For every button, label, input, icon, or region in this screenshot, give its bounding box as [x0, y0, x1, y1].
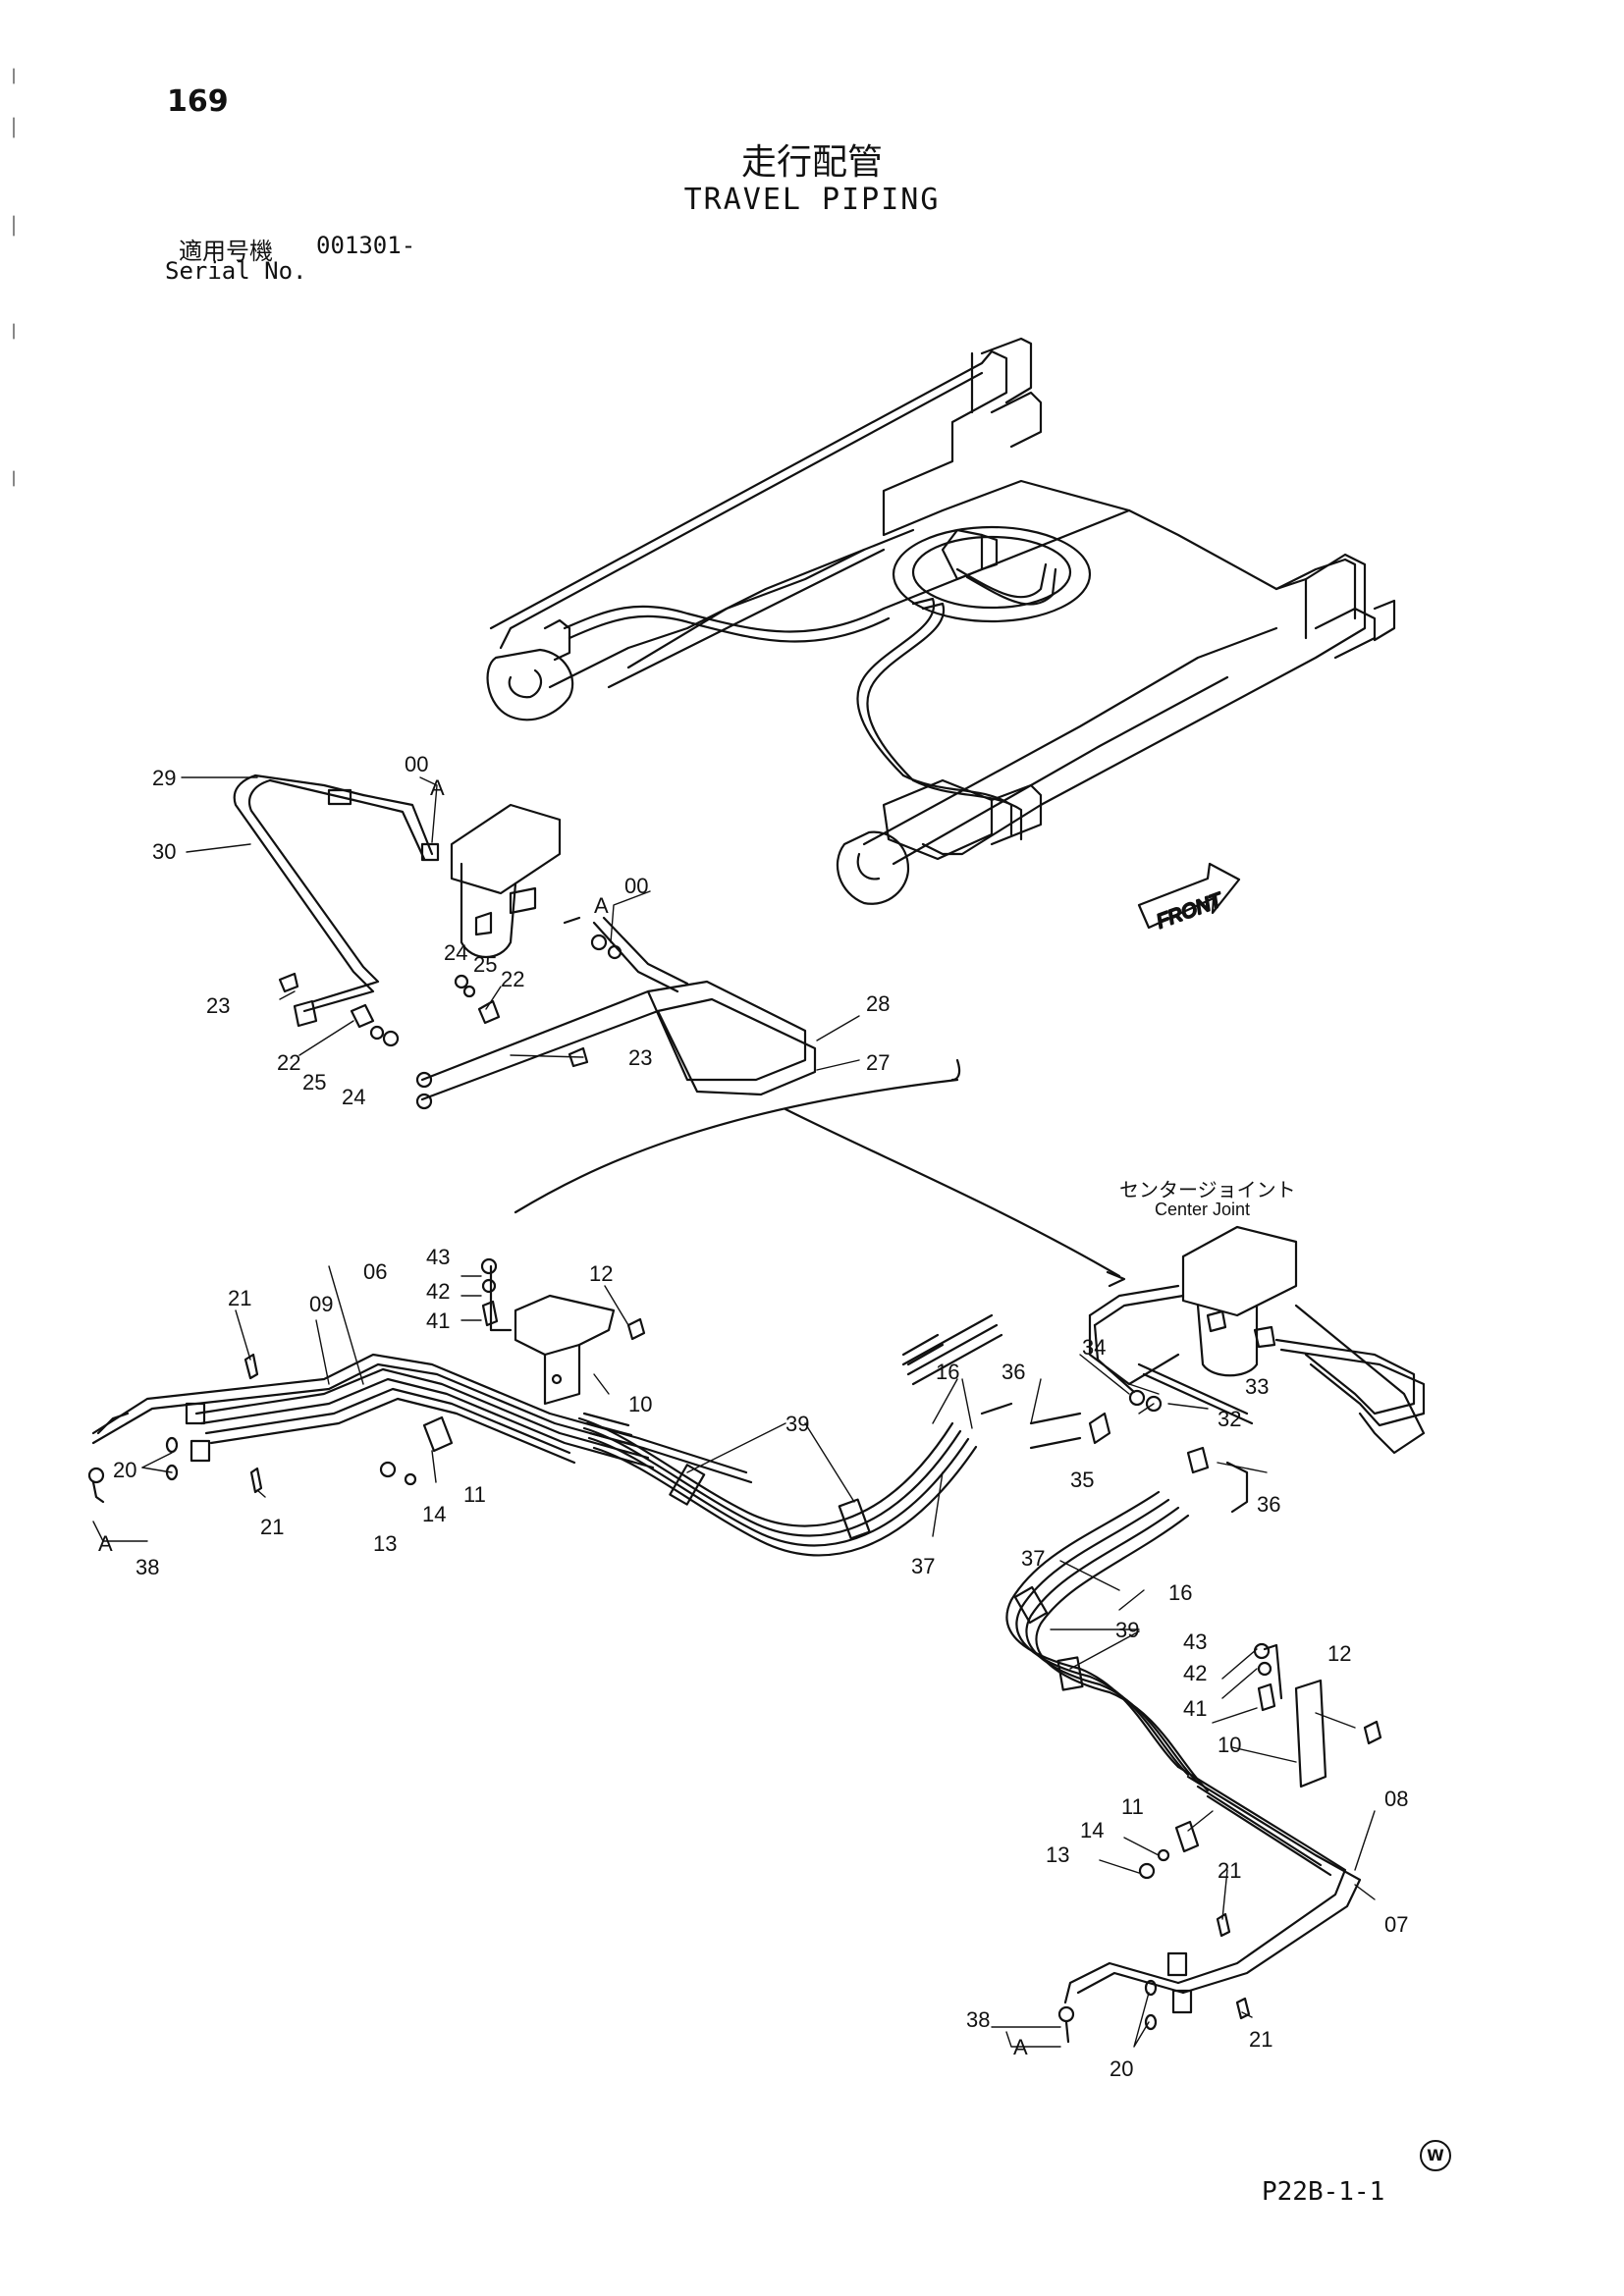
label-43: 43	[426, 1245, 450, 1269]
lower-left-assembly	[87, 1257, 1003, 1557]
serial-label-japanese: 適用号機	[179, 238, 273, 265]
label-23: 23	[628, 1045, 652, 1070]
center-joint-assembly	[980, 1225, 1426, 1514]
label-37: 37	[911, 1554, 935, 1578]
leader-lines	[92, 776, 1376, 2048]
label-32: 32	[1218, 1407, 1241, 1431]
label-12: 12	[589, 1261, 613, 1286]
label-28: 28	[866, 991, 890, 1016]
label-13: 13	[373, 1531, 397, 1556]
label-24: 24	[444, 940, 467, 965]
label-22: 22	[277, 1050, 300, 1075]
label-11: 11	[463, 1482, 486, 1507]
label-33: 33	[1245, 1374, 1269, 1399]
label-00: 00	[405, 752, 428, 776]
label-09: 09	[309, 1292, 333, 1316]
label-36: 36	[1257, 1492, 1280, 1517]
label-A: A	[98, 1531, 113, 1556]
lower-right-assembly	[1005, 1490, 1382, 2044]
page-title-japanese: 走行配管	[740, 142, 883, 183]
label-07: 07	[1384, 1912, 1408, 1937]
label-14: 14	[422, 1502, 446, 1526]
serial-label: Serial No.	[165, 257, 307, 285]
label-24: 24	[342, 1085, 365, 1109]
label-A: A	[1013, 2035, 1028, 2059]
label-08: 08	[1384, 1787, 1408, 1811]
label-A: A	[430, 775, 445, 800]
label-00: 00	[624, 874, 648, 898]
label-20: 20	[1110, 2056, 1133, 2081]
label-39: 39	[785, 1412, 809, 1436]
label-13: 13	[1046, 1842, 1069, 1867]
label-22: 22	[501, 967, 524, 991]
undercarriage-frame	[486, 337, 1396, 905]
label-16: 16	[1168, 1580, 1192, 1605]
label-20: 20	[113, 1458, 136, 1482]
label-21: 21	[1218, 1858, 1241, 1883]
label-11: 11	[1121, 1794, 1144, 1819]
label-36: 36	[1001, 1360, 1025, 1384]
page-number: 169	[167, 84, 229, 119]
label-34: 34	[1082, 1335, 1106, 1360]
label-30: 30	[152, 839, 176, 864]
label-12: 12	[1327, 1641, 1351, 1666]
label-38: 38	[135, 1555, 159, 1579]
label-14: 14	[1080, 1818, 1104, 1842]
w-mark: W	[1420, 2140, 1451, 2171]
center-joint-label: Center Joint	[1155, 1200, 1251, 1219]
label-39: 39	[1115, 1618, 1139, 1642]
footer-page-code: P22B-1-1	[1262, 2177, 1385, 2207]
label-21: 21	[1249, 2027, 1272, 2052]
label-43: 43	[1183, 1629, 1207, 1654]
label-10: 10	[1218, 1733, 1241, 1757]
front-direction-arrow: FRONT	[1137, 862, 1241, 934]
label-42: 42	[1183, 1661, 1207, 1685]
label-06: 06	[363, 1259, 387, 1284]
label-21: 21	[228, 1286, 251, 1310]
label-41: 41	[1183, 1696, 1207, 1721]
upper-assembly	[233, 774, 1126, 1288]
part-labels: 29 30 00 A A 00 24 25 22 23 22 25 24 23 …	[98, 752, 1408, 2081]
label-37: 37	[1021, 1546, 1045, 1571]
label-25: 25	[302, 1070, 326, 1095]
label-A: A	[594, 893, 609, 918]
label-29: 29	[152, 766, 176, 790]
label-27: 27	[866, 1050, 890, 1075]
label-25: 25	[473, 952, 497, 977]
label-35: 35	[1070, 1468, 1094, 1492]
label-41: 41	[426, 1308, 450, 1333]
label-10: 10	[628, 1392, 652, 1416]
label-16: 16	[936, 1360, 959, 1384]
page-title: TRAVEL PIPING	[683, 183, 941, 217]
label-21: 21	[260, 1515, 284, 1539]
label-42: 42	[426, 1279, 450, 1304]
center-joint-label-japanese: センタージョイント	[1119, 1178, 1296, 1201]
label-23: 23	[206, 993, 230, 1018]
serial-number-value: 001301-	[316, 232, 416, 259]
label-38: 38	[966, 2007, 990, 2032]
